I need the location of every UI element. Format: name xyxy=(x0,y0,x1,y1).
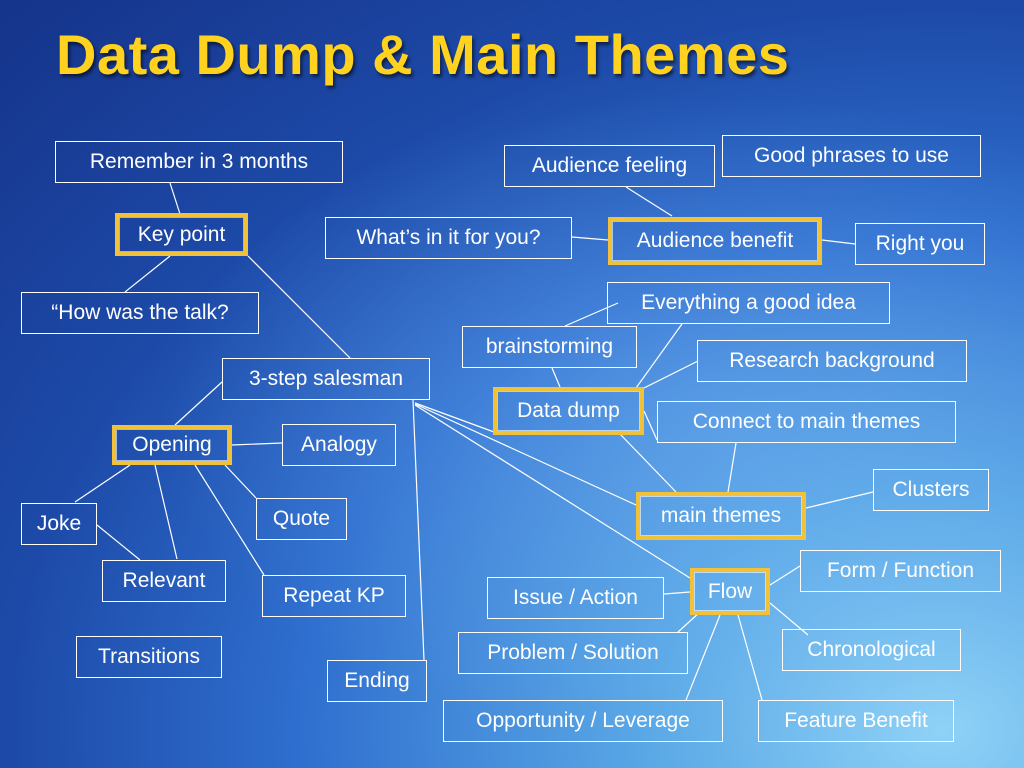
link-3step-flow xyxy=(414,404,691,579)
node-chronological[interactable]: Chronological xyxy=(782,629,961,671)
node-right-you[interactable]: Right you xyxy=(855,223,985,265)
node-repeat-kp[interactable]: Repeat KP xyxy=(262,575,406,617)
link-brainstorm-everything xyxy=(564,302,619,327)
link-brainstorm-datadump xyxy=(551,367,561,388)
node-connect-main[interactable]: Connect to main themes xyxy=(657,401,956,443)
node-transitions[interactable]: Transitions xyxy=(76,636,222,678)
node-issue-action[interactable]: Issue / Action xyxy=(487,577,664,619)
link-flow-problem xyxy=(677,611,701,633)
node-relevant[interactable]: Relevant xyxy=(102,560,226,602)
link-connect-mainthemes xyxy=(727,442,737,493)
link-datadump-mainthemes xyxy=(619,433,677,493)
node-everything-good[interactable]: Everything a good idea xyxy=(607,282,890,324)
link-opening-relevant xyxy=(154,464,178,560)
node-three-step[interactable]: 3-step salesman xyxy=(222,358,430,400)
node-main-themes[interactable]: main themes xyxy=(636,492,806,540)
link-flow-form xyxy=(769,565,801,586)
link-flow-opportunity xyxy=(685,614,721,701)
link-keypoint-3step xyxy=(247,255,351,359)
link-datadump-connect xyxy=(643,410,658,441)
link-3step-ending xyxy=(412,399,425,661)
link-opening-analogy xyxy=(231,442,283,446)
link-3step-datadump-area xyxy=(414,402,495,433)
node-opportunity-leverage[interactable]: Opportunity / Leverage xyxy=(443,700,723,742)
node-data-dump[interactable]: Data dump xyxy=(493,387,644,435)
link-opening-quote xyxy=(224,464,257,499)
node-whats-in-it[interactable]: What’s in it for you? xyxy=(325,217,572,259)
node-analogy[interactable]: Analogy xyxy=(282,424,396,466)
link-3step-mainthemes xyxy=(414,403,637,506)
link-keypoint-how xyxy=(124,255,171,293)
link-whats-benefit xyxy=(571,236,609,241)
node-form-function[interactable]: Form / Function xyxy=(800,550,1001,592)
link-benefit-right xyxy=(821,239,856,245)
node-clusters[interactable]: Clusters xyxy=(873,469,989,511)
link-remember-keypoint xyxy=(169,182,181,215)
link-flow-issue xyxy=(663,591,691,595)
node-ending[interactable]: Ending xyxy=(327,660,427,702)
node-remember[interactable]: Remember in 3 months xyxy=(55,141,343,183)
link-3step-opening xyxy=(174,381,223,426)
link-datadump-everything xyxy=(635,323,683,389)
node-brainstorming[interactable]: brainstorming xyxy=(462,326,637,368)
link-mainthemes-clusters xyxy=(805,491,874,509)
node-quote[interactable]: Quote xyxy=(256,498,347,540)
node-opening[interactable]: Opening xyxy=(112,425,232,465)
link-opening-joke xyxy=(74,464,131,503)
node-how-was-talk[interactable]: “How was the talk? xyxy=(21,292,259,334)
node-good-phrases[interactable]: Good phrases to use xyxy=(722,135,981,177)
node-feature-benefit[interactable]: Feature Benefit xyxy=(758,700,954,742)
slide-title: Data Dump & Main Themes xyxy=(56,23,790,86)
link-joke-relevant xyxy=(96,524,141,561)
link-opening-repeat xyxy=(194,464,265,576)
node-problem-solution[interactable]: Problem / Solution xyxy=(458,632,688,674)
link-feeling-benefit xyxy=(625,186,673,217)
link-datadump-research xyxy=(639,360,699,391)
node-audience-benefit[interactable]: Audience benefit xyxy=(608,217,822,265)
node-audience-feeling[interactable]: Audience feeling xyxy=(504,145,715,187)
node-flow[interactable]: Flow xyxy=(690,568,770,615)
link-flow-feature xyxy=(737,614,763,701)
node-key-point[interactable]: Key point xyxy=(115,213,248,256)
node-joke[interactable]: Joke xyxy=(21,503,97,545)
node-research-background[interactable]: Research background xyxy=(697,340,967,382)
